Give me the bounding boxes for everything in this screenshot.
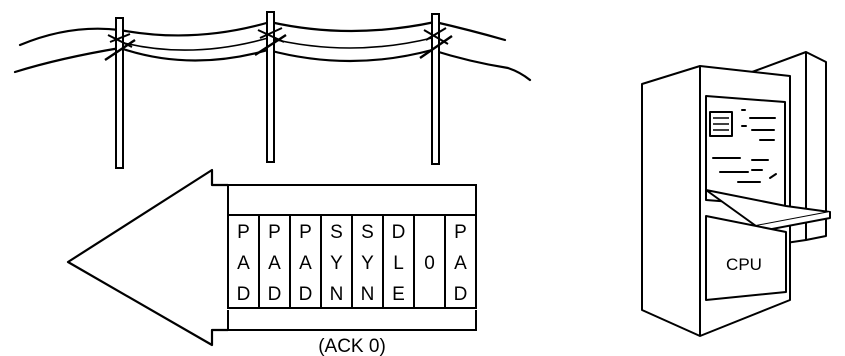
frame-cell-3 bbox=[289, 214, 322, 309]
pole-right bbox=[419, 13, 453, 165]
frame-char: D bbox=[299, 284, 313, 305]
frame-char: D bbox=[392, 222, 406, 243]
frame-char: Y bbox=[330, 253, 343, 274]
frame-char: Y bbox=[361, 253, 374, 274]
frame-char: N bbox=[330, 284, 344, 305]
frame-char: S bbox=[330, 222, 343, 243]
cpu-computer bbox=[641, 51, 831, 337]
frame-char: P bbox=[299, 222, 312, 243]
frame-char: S bbox=[361, 222, 374, 243]
frame-cell-1 bbox=[227, 214, 260, 309]
pole-middle bbox=[254, 11, 287, 163]
cpu-label-panel bbox=[705, 215, 787, 301]
frame-cell-7 bbox=[413, 214, 446, 309]
frame-char: P bbox=[237, 222, 250, 243]
frame-cell-6 bbox=[382, 214, 415, 309]
frame-char: A bbox=[268, 253, 281, 274]
frame-caption: (ACK 0) bbox=[318, 336, 386, 356]
frame-char: D bbox=[237, 284, 251, 305]
frame-char: D bbox=[268, 284, 282, 305]
frame-char: L bbox=[393, 253, 404, 274]
frame-char: A bbox=[237, 253, 250, 274]
frame-char: D bbox=[454, 284, 468, 305]
transmission-arrow bbox=[66, 168, 477, 347]
cpu-label: CPU bbox=[726, 255, 762, 274]
wire-lower bbox=[13, 46, 532, 82]
wire-mid bbox=[119, 37, 433, 51]
frame-char: A bbox=[299, 253, 312, 274]
frame-cell-4 bbox=[320, 214, 353, 309]
frame-char: N bbox=[361, 284, 375, 305]
frame-char: P bbox=[454, 222, 467, 243]
pole-left bbox=[104, 17, 136, 169]
frame-cell-8 bbox=[444, 214, 477, 309]
frame-char: E bbox=[392, 284, 405, 305]
frame-char: P bbox=[268, 222, 281, 243]
panel-indicators bbox=[712, 109, 777, 183]
arrow-head bbox=[66, 168, 228, 347]
frame-outline bbox=[227, 184, 477, 331]
frame-cell-2 bbox=[258, 214, 291, 309]
frame-char: 0 bbox=[424, 253, 435, 274]
frame-char: A bbox=[454, 253, 467, 274]
